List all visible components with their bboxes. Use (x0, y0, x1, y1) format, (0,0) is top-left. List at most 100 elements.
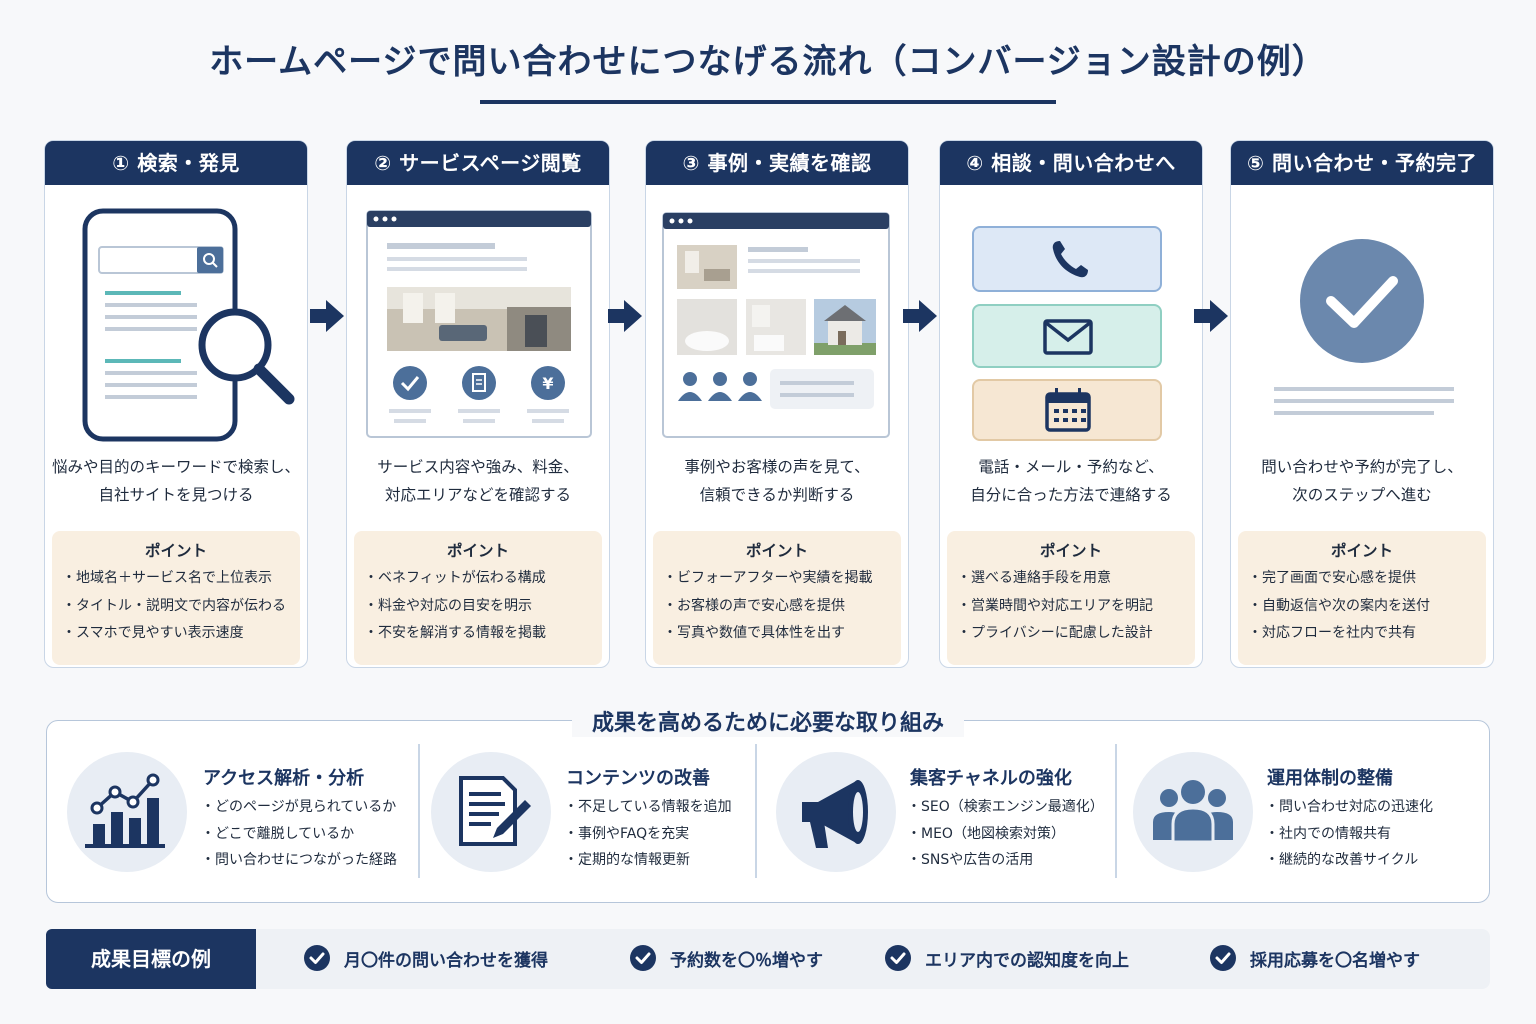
goal-text: エリア内での認知度を向上 (925, 950, 1129, 971)
point-title: ポイント (1039, 542, 1102, 560)
effort-icon-circle (67, 752, 187, 872)
browser-cases-illustration (646, 197, 908, 447)
effort-list: SEO（検索エンジン最適化） MEO（地図検索対策） SNSや広告の活用 (907, 794, 1104, 874)
point-item: ベネフィットが伝わる構成 (364, 565, 592, 593)
phone-search-illustration (45, 197, 307, 447)
step-description: 悩みや目的のキーワードで検索し、 自社サイトを見つける (45, 453, 307, 509)
point-item: プライバシーに配慮した設計 (957, 620, 1185, 648)
goals-bar: 成果目標の例 月〇件の問い合わせを獲得 予約数を〇％増やす エリア内での認知度を… (46, 929, 1490, 989)
check-icon (630, 945, 656, 971)
browser-service-illustration: ¥ (347, 197, 609, 447)
efforts-title: 成果を高めるために必要な取り組み (571, 705, 964, 737)
effort-analytics: アクセス解析・分析 どのページが見られているか どこで離脱しているか 問い合わせ… (67, 752, 412, 878)
step-description-line: 事例やお客様の声を見て、 (684, 458, 870, 476)
goal-text: 月〇件の問い合わせを獲得 (344, 950, 548, 971)
check-complete-illustration (1231, 197, 1493, 447)
divider (418, 744, 420, 878)
effort-item: 事例やFAQを充実 (564, 821, 732, 848)
effort-item: 不足している情報を追加 (564, 794, 732, 821)
effort-content: コンテンツの改善 不足している情報を追加 事例やFAQを充実 定期的な情報更新 (431, 752, 751, 878)
step-description: サービス内容や強み、料金、 対応エリアなどを確認する (347, 453, 609, 509)
divider (1115, 744, 1117, 878)
goal-item: 採用応募を〇名増やす (1210, 945, 1420, 971)
point-box: ポイント 完了画面で安心感を提供 自動返信や次の案内を送付 対応フローを社内で共… (1238, 531, 1486, 665)
effort-icon-circle (776, 752, 896, 872)
point-box: ポイント 選べる連絡手段を用意 営業時間や対応エリアを明記 プライバシーに配慮し… (947, 531, 1195, 665)
point-title: ポイント (446, 542, 509, 560)
step-card-complete: ⑤ 問い合わせ・予約完了 問い合わせや予約が完了し、 次のステップへ進む ポイン… (1230, 140, 1494, 668)
step-description-line: 自分に合った方法で連絡する (970, 486, 1172, 504)
effort-list: どのページが見られているか どこで離脱しているか 問い合わせにつながった経路 (201, 794, 397, 874)
goal-item: 予約数を〇％増やす (630, 945, 823, 971)
step-header: ① 検索・発見 (45, 141, 307, 185)
point-box: ポイント ベネフィットが伝わる構成 料金や対応の目安を明示 不安を解消する情報を… (354, 531, 602, 665)
effort-icon-circle (431, 752, 551, 872)
step-description-line: 自社サイトを見つける (98, 486, 254, 504)
step-description: 問い合わせや予約が完了し、 次のステップへ進む (1231, 453, 1493, 509)
effort-operations: 運用体制の整備 問い合わせ対応の迅速化 社内での情報共有 継続的な改善サイクル (1133, 752, 1478, 878)
goal-item: 月〇件の問い合わせを獲得 (304, 945, 548, 971)
effort-title: アクセス解析・分析 (203, 768, 365, 789)
effort-icon-circle (1133, 752, 1253, 872)
step-description-line: 信頼できるか判断する (699, 486, 855, 504)
point-title: ポイント (144, 542, 207, 560)
step-description-line: 悩みや目的のキーワードで検索し、 (51, 458, 300, 476)
point-item: ビフォーアフターや実績を掲載 (663, 565, 891, 593)
step-header: ③ 事例・実績を確認 (646, 141, 908, 185)
effort-item: SNSや広告の活用 (907, 847, 1104, 874)
point-item: 対応フローを社内で共有 (1248, 620, 1476, 648)
point-item: 写真や数値で具体性を出す (663, 620, 891, 648)
goal-text: 予約数を〇％増やす (670, 950, 823, 971)
point-title: ポイント (745, 542, 808, 560)
point-box: ポイント 地域名＋サービス名で上位表示 タイトル・説明文で内容が伝わる スマホで… (52, 531, 300, 665)
point-item: 完了画面で安心感を提供 (1248, 565, 1476, 593)
effort-item: 定期的な情報更新 (564, 847, 732, 874)
point-title: ポイント (1330, 542, 1393, 560)
check-icon (885, 945, 911, 971)
point-item: タイトル・説明文で内容が伝わる (62, 593, 290, 621)
step-header: ④ 相談・問い合わせへ (940, 141, 1202, 185)
step-card-contact: ④ 相談・問い合わせへ 電話・メール・予約など、 自分に合った方法で連絡する ポ… (939, 140, 1203, 668)
effort-item: どこで離脱しているか (201, 821, 397, 848)
step-description-line: 問い合わせや予約が完了し、 (1261, 458, 1463, 476)
step-card-service: ② サービスページ閲覧 ¥ サービ (346, 140, 610, 668)
goals-title: 成果目標の例 (46, 929, 256, 989)
goal-text: 採用応募を〇名増やす (1250, 950, 1420, 971)
point-box: ポイント ビフォーアフターや実績を掲載 お客様の声で安心感を提供 写真や数値で具… (653, 531, 901, 665)
arrow-right-icon (903, 300, 937, 332)
step-card-cases: ③ 事例・実績を確認 事例やお客様の声を見て、 (645, 140, 909, 668)
svg-text:¥: ¥ (542, 374, 553, 393)
check-icon (1210, 945, 1236, 971)
effort-channels: 集客チャネルの強化 SEO（検索エンジン最適化） MEO（地図検索対策） SNS… (776, 752, 1111, 878)
step-description: 事例やお客様の声を見て、 信頼できるか判断する (646, 453, 908, 509)
arrow-right-icon (1194, 300, 1228, 332)
step-description-line: 電話・メール・予約など、 (978, 458, 1164, 476)
step-header: ② サービスページ閲覧 (347, 141, 609, 185)
effort-item: 継続的な改善サイクル (1265, 847, 1433, 874)
megaphone-icon (802, 780, 868, 848)
efforts-title-wrap: 成果を高めるために必要な取り組み (0, 705, 1536, 737)
effort-item: MEO（地図検索対策） (907, 821, 1104, 848)
point-item: 不安を解消する情報を掲載 (364, 620, 592, 648)
effort-item: SEO（検索エンジン最適化） (907, 794, 1104, 821)
point-item: お客様の声で安心感を提供 (663, 593, 891, 621)
effort-item: どのページが見られているか (201, 794, 397, 821)
effort-item: 問い合わせにつながった経路 (201, 847, 397, 874)
step-description-line: 対応エリアなどを確認する (384, 486, 571, 504)
effort-list: 不足している情報を追加 事例やFAQを充実 定期的な情報更新 (564, 794, 732, 874)
team-icon (1153, 780, 1233, 844)
arrow-right-icon (310, 300, 344, 332)
title-underline (480, 100, 1056, 104)
effort-title: 運用体制の整備 (1267, 768, 1393, 789)
point-item: 自動返信や次の案内を送付 (1248, 593, 1476, 621)
point-item: 選べる連絡手段を用意 (957, 565, 1185, 593)
step-description-line: 次のステップへ進む (1292, 486, 1432, 504)
check-icon (304, 945, 330, 971)
effort-title: コンテンツの改善 (566, 768, 710, 789)
document-edit-icon (459, 776, 531, 846)
effort-item: 問い合わせ対応の迅速化 (1265, 794, 1433, 821)
divider (755, 744, 757, 878)
point-item: 料金や対応の目安を明示 (364, 593, 592, 621)
effort-item: 社内での情報共有 (1265, 821, 1433, 848)
point-item: 地域名＋サービス名で上位表示 (62, 565, 290, 593)
